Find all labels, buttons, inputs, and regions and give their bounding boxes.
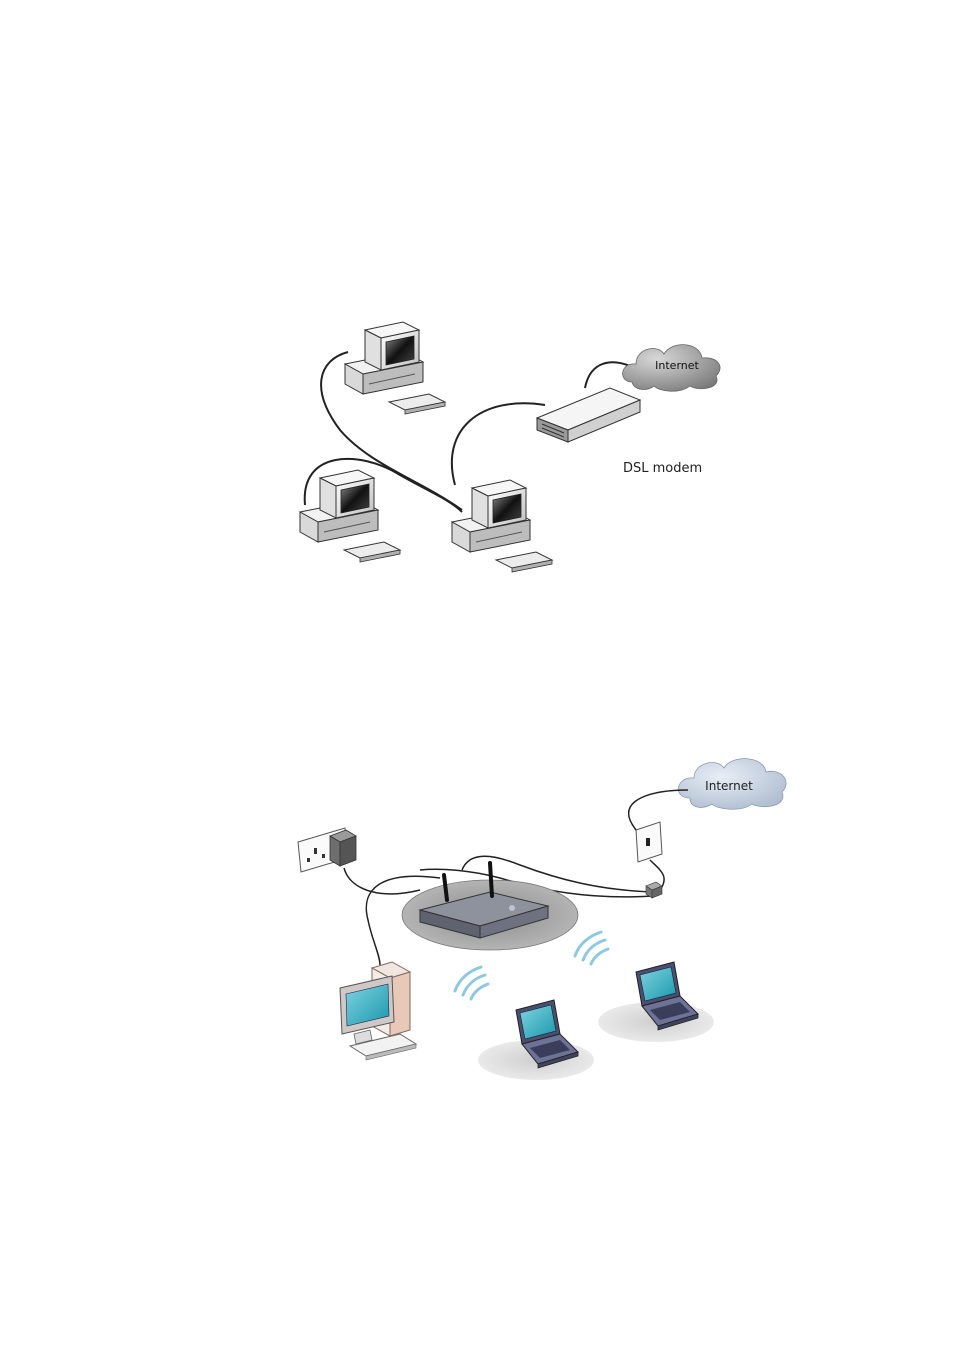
cable-power-router <box>344 868 420 894</box>
desktop-computer-icon <box>452 480 552 572</box>
antenna-icon <box>490 863 492 896</box>
wireless-network-svg: Internet <box>0 750 954 1090</box>
desktop-computer-icon <box>345 322 445 414</box>
desktop-computer-icon <box>300 470 400 562</box>
wireless-network-diagram: Internet <box>0 750 954 1090</box>
internet-label: Internet <box>655 359 699 372</box>
internet-cloud-icon: Internet <box>678 759 786 810</box>
wired-network-svg: Internet DSL modem <box>0 300 954 600</box>
cable-pc3-modem <box>452 403 545 485</box>
internet-cloud-icon: Internet <box>623 345 720 392</box>
dsl-modem-icon <box>537 388 640 442</box>
desktop-computer-icon <box>340 962 416 1060</box>
wireless-signal-icon <box>455 967 488 999</box>
power-adapter-icon <box>330 830 356 866</box>
wired-network-diagram: Internet DSL modem <box>0 300 954 600</box>
laptop-icon <box>598 962 714 1042</box>
internet-label: Internet <box>705 779 753 793</box>
line-filter-icon <box>646 882 662 898</box>
dsl-modem-label: DSL modem <box>623 461 702 476</box>
wireless-signal-icon <box>575 932 608 964</box>
laptop-icon <box>478 1000 594 1080</box>
phone-wall-socket-icon <box>636 822 662 862</box>
